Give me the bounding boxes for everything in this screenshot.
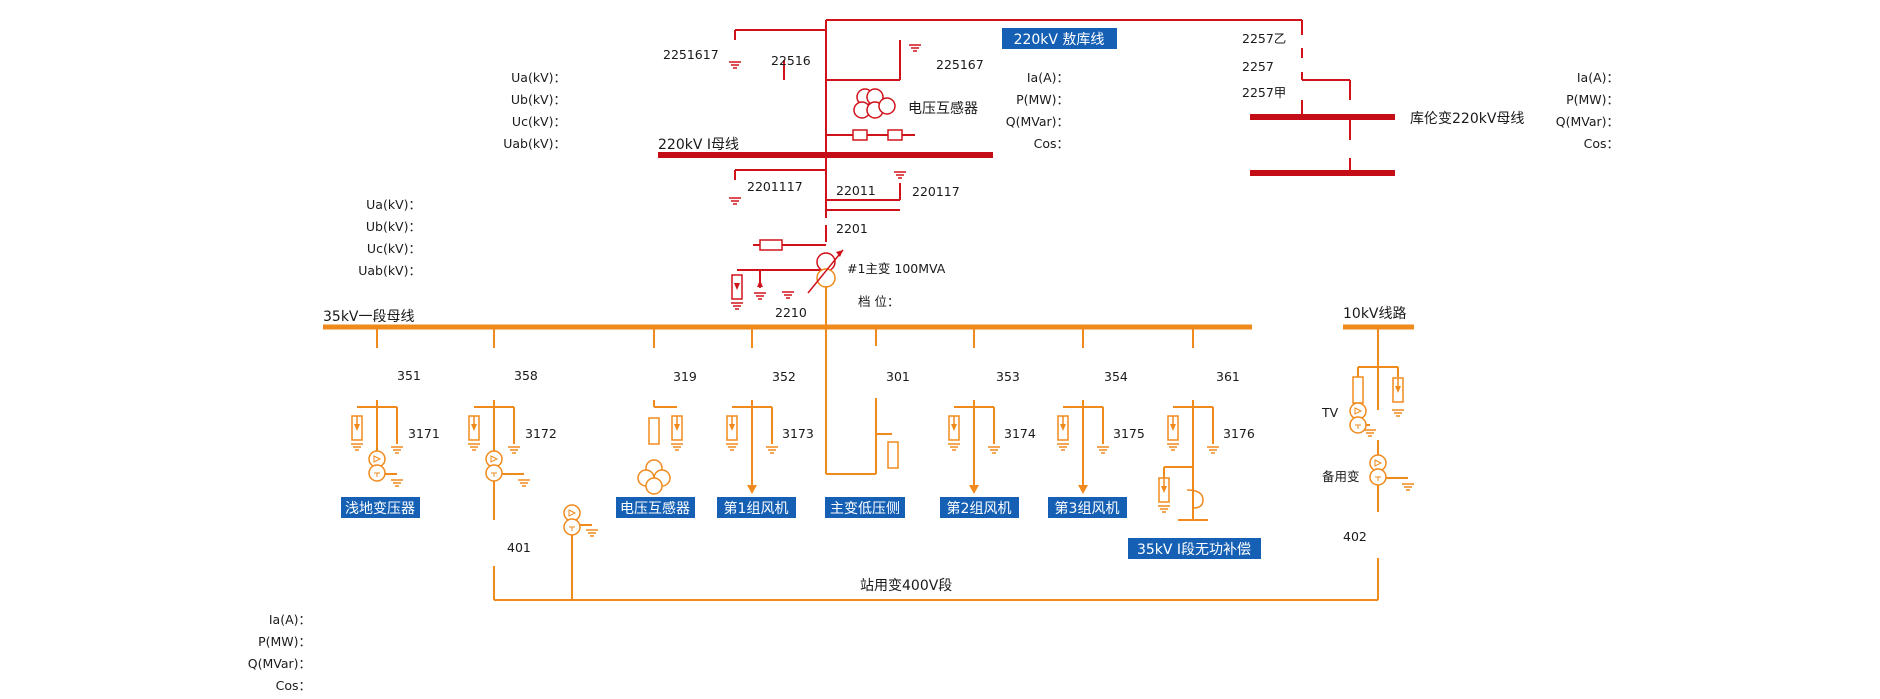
meas-220-uc: Uc(kV)： [512, 114, 566, 129]
switch-401-label: 401 [507, 540, 531, 555]
meas-bottom-ia: Ia(A)： [269, 612, 311, 627]
ground-2210-b-icon [753, 292, 767, 300]
shallow-transformer-icon [368, 450, 386, 482]
switch-3173-label: 3173 [782, 426, 814, 441]
tv-icon [1349, 402, 1367, 434]
ground-220117-icon [893, 171, 907, 179]
switch-301-label: 301 [886, 369, 910, 384]
mv-35kv-section [323, 286, 1414, 475]
station-transformer-icon [563, 504, 581, 536]
switch-3174-label: 3174 [1004, 426, 1036, 441]
feeder-319-badge: 电压互感器 [620, 500, 690, 517]
hv-220kv-section [658, 19, 1395, 310]
feeder-353-badge: 第2组风机 [947, 500, 1012, 517]
switch-22011-label: 22011 [836, 183, 876, 198]
meas-mid-ia: Ia(A)： [1027, 70, 1069, 85]
switch-2257-label: 2257 [1242, 59, 1274, 74]
meas-35-uc: Uc(kV)： [367, 241, 421, 256]
switch-2201-label: 2201 [836, 221, 868, 236]
meas-35-ua: Ua(kV)： [366, 197, 421, 212]
meas-bottom-p: P(MW)： [258, 634, 311, 649]
switch-361-label: 361 [1216, 369, 1240, 384]
meas-mid-cos: Cos： [1034, 136, 1069, 151]
meas-bottom-q: Q(MVar)： [248, 656, 311, 671]
feeder-352-badge: 第1组风机 [724, 500, 789, 517]
pt-220kv-icon [853, 88, 896, 119]
meas-mid-q: Q(MVar)： [1006, 114, 1069, 129]
meas-220-ub: Ub(kV)： [511, 92, 566, 107]
switch-2210-label: 2210 [775, 305, 807, 320]
switch-2251617-label: 2251617 [663, 47, 719, 62]
meas-35-ub: Ub(kV)： [366, 219, 421, 234]
bus-400v-label: 站用变400V段 [860, 578, 952, 594]
switch-353-label: 353 [996, 369, 1020, 384]
main-transformer-label: #1主变 100MVA [847, 261, 946, 276]
switch-319-label: 319 [673, 369, 697, 384]
bus-kulun-label: 库伦变220kV母线 [1410, 111, 1524, 127]
bus-220kv-1-label: 220kV Ⅰ母线 [658, 137, 739, 153]
switch-354-label: 354 [1104, 369, 1128, 384]
ground-2201117-icon [728, 197, 742, 205]
tv-label: TV [1321, 405, 1339, 420]
meas-right-ia: Ia(A)： [1577, 70, 1619, 85]
meas-220-uab: Uab(kV)： [503, 136, 566, 151]
switch-225167-label: 225167 [936, 57, 984, 72]
line-10kv-label: 10kV线路 [1343, 306, 1407, 322]
meas-mid-p: P(MW)： [1016, 92, 1069, 107]
meas-right-q: Q(MVar)： [1556, 114, 1619, 129]
diagram-labels: 220kV Ⅰ母线 35kV一段母线 库伦变220kV母线 10kV线路 站用变… [323, 31, 1524, 594]
ground-225167-icon [908, 44, 922, 52]
ground-2210-a-icon [730, 302, 744, 310]
switch-3175-label: 3175 [1113, 426, 1145, 441]
arrester-2210-icon [731, 274, 743, 300]
meas-220-ua: Ua(kV)： [511, 70, 566, 85]
ground-2210-c-icon [781, 291, 795, 299]
switch-3176-label: 3176 [1223, 426, 1255, 441]
switch-3172-label: 3172 [525, 426, 557, 441]
switch-352-label: 352 [772, 369, 796, 384]
tap-position-label: 档 位： [858, 294, 899, 309]
standby-transformer-label: 备用变 [1322, 469, 1360, 484]
switch-3171-label: 3171 [408, 426, 440, 441]
meas-right-p: P(MW)： [1566, 92, 1619, 107]
name-badges: 220kV 敖库线 浅地变压器 电压互感器 第1组风机 主变低压侧 第2组风机 … [341, 28, 1261, 559]
feeder-358-transformer-icon [485, 450, 503, 482]
switch-402-label: 402 [1343, 529, 1367, 544]
feeders [350, 327, 1415, 601]
switch-22516-label: 22516 [771, 53, 811, 68]
feeder-361-badge: 35kV Ⅰ段无功补偿 [1137, 542, 1251, 558]
switch-2257a-label: 2257甲 [1242, 85, 1286, 100]
standby-transformer-icon [1369, 454, 1387, 486]
switch-2201117-label: 2201117 [747, 179, 803, 194]
reactor-icon [1186, 489, 1204, 509]
ground-2251617-icon [728, 61, 742, 69]
pt-220kv-label: 电压互感器 [908, 100, 978, 117]
bus-35kv-1-label: 35kV一段母线 [323, 309, 415, 325]
switch-2257b-label: 2257乙 [1242, 31, 1286, 46]
pt-35kv-icon [637, 459, 671, 495]
switch-358-label: 358 [514, 368, 538, 383]
feeder-351-badge: 浅地变压器 [345, 501, 415, 517]
switch-220117-label: 220117 [912, 184, 960, 199]
meas-bottom-cos: Cos： [276, 678, 311, 693]
feeder-301-badge: 主变低压侧 [830, 501, 900, 517]
main-transformer-icon [807, 249, 844, 294]
line-220kv-badge: 220kV 敖库线 [1014, 32, 1105, 48]
meas-right-cos: Cos： [1584, 136, 1619, 151]
measurements: Ua(kV)： Ub(kV)： Uc(kV)： Uab(kV)： Ua(kV)：… [248, 70, 1619, 693]
meas-35-uab: Uab(kV)： [358, 263, 421, 278]
feeder-354-badge: 第3组风机 [1055, 500, 1120, 517]
switch-351-label: 351 [397, 368, 421, 383]
